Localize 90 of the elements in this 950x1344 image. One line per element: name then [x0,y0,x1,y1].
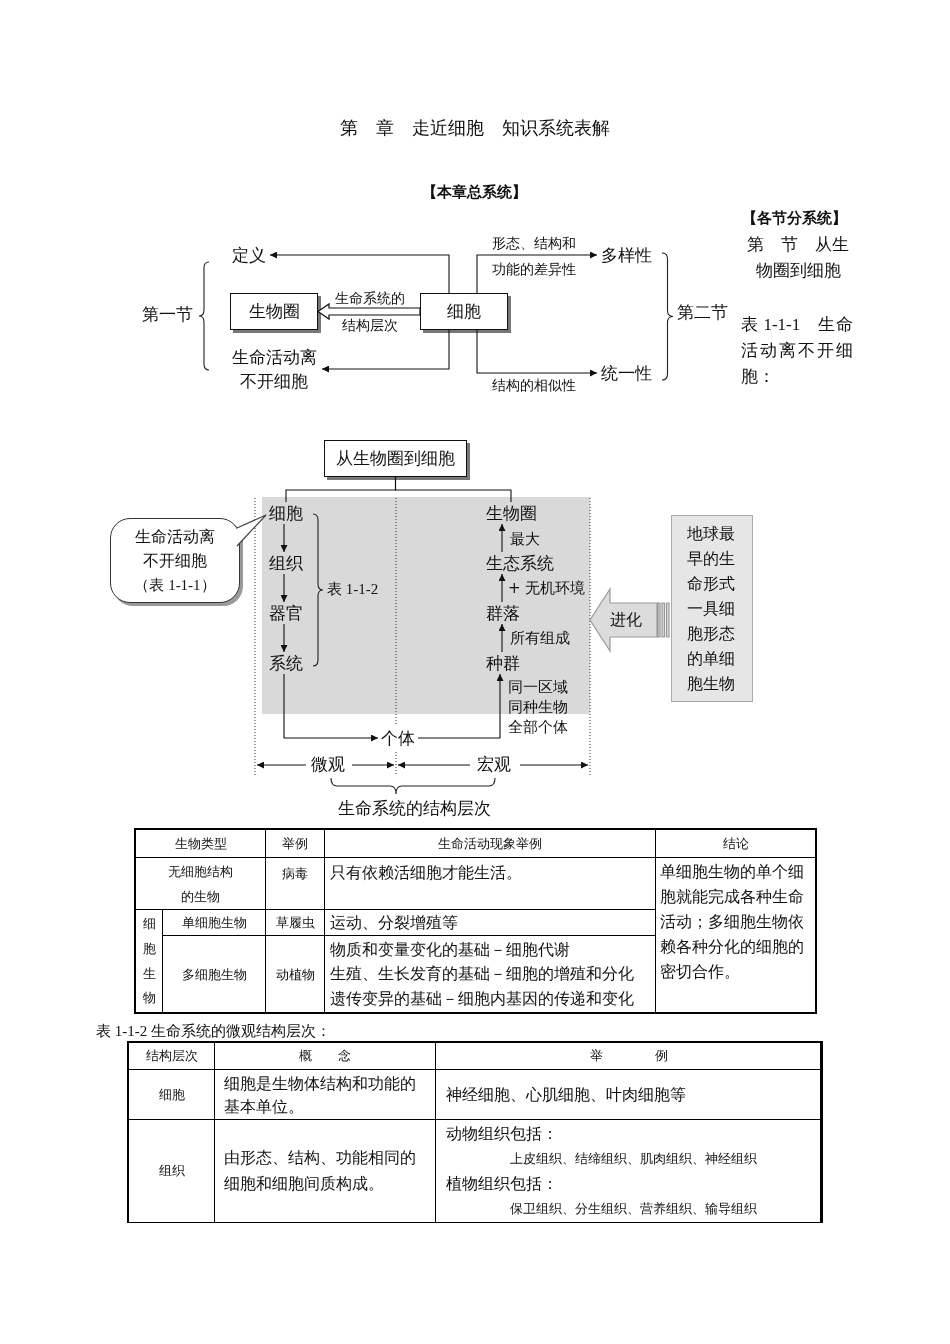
edge-label: 结构的相似性 [491,376,577,394]
arrow [280,523,288,553]
arrow [417,673,504,739]
concept-text: 细胞 [446,300,482,323]
concept-label: 生物圈 [484,502,538,524]
concept-label: 器官 [267,602,305,624]
column-header: 举例 [282,834,308,853]
table-text: 运动、分裂增殖等 [330,912,458,933]
callout-tail [236,514,267,547]
callout-text: （表 1-1-1） [134,575,216,595]
page-title: 第 章 走近细胞 知识系统表解 [340,117,610,139]
concept-label: 组织 [267,552,305,574]
concept-label: 生态系统 [484,552,556,574]
concept-label: 多样性 [597,244,655,266]
note-text: 表 1-1-1 生命活动离不开细胞： [741,314,853,388]
table-text: 上皮组织、结缔组织、肌肉组织、神经组织 [510,1150,757,1168]
concept-label: 细胞 [267,502,305,524]
concept-text: 生物圈 [247,300,301,323]
edge-label: + 无机环境 [508,578,587,598]
concept-label: 定义 [228,244,270,266]
table-text: 单细胞生物 [181,913,247,932]
section-heading: 【本章总系统】 [421,182,527,202]
table-text: 动物组织包括： [446,1124,558,1144]
concept-text: 从生物圈到细胞 [335,447,456,470]
info-box [671,515,753,702]
brace-label: 生命系统的结构层次 [337,798,491,818]
section-label: 第二节 [677,302,728,322]
arrow [280,623,288,653]
edge-label: 最大 [510,529,541,549]
table-text: 神经细胞、心肌细胞、叶肉细胞等 [446,1084,686,1105]
arrow [283,673,379,742]
section-label: 第一节 [142,304,193,324]
table-text: 物质和变量变化的基础－细胞代谢 [330,939,570,960]
block-arrow [589,586,670,654]
edge-label: 生命系统的结构层次 [334,289,406,335]
speech-bubble [110,518,240,603]
concept-box [420,293,508,330]
concept-label: 生命活动离不开细胞 [226,345,322,393]
table-text: 只有依赖活细胞才能生活。 [330,863,522,883]
concept-label: 统一性 [597,362,655,384]
table-text: 遗传变异的基础－细胞内基因的传递和变化 [330,988,634,1009]
arrow [280,573,288,603]
arrow [476,251,598,294]
table-text: 生殖、生长发育的基础－细胞的增殖和分化 [330,964,634,985]
concept-box [324,440,467,477]
edge-label: 所有组成 [510,628,571,648]
column-header: 举 例 [590,1047,668,1065]
concept-label: 系统 [267,652,305,674]
edge-label: 形态、结构和功能的差异性 [491,234,577,279]
scale-label: 宏观 [477,754,511,774]
table-text: 细胞生物 [142,915,156,1008]
arrow [321,329,450,373]
table-text: 多细胞生物 [181,965,247,984]
table-text: 无细胞结构的生物 [167,862,234,906]
concept-box [230,293,318,330]
table-text: 植物组织包括： [446,1174,558,1194]
edge-label: 同一区域同种生物全部个体 [508,677,569,737]
section-title: 第 节 从生物圈到细胞 [746,234,850,282]
table-reference: 表 1-1-2 [327,580,379,599]
table-text: 单细胞生物的单个细胞就能完成各种生命活动；多细胞生物依赖各种分化的细胞的密切合作。 [660,862,805,982]
arrow [269,251,450,294]
arrow [498,623,506,653]
table-text: 动植物 [275,965,315,984]
table-text: 组织 [158,1162,185,1180]
concept-label: 群落 [484,602,522,624]
column-header: 生命活动现象举例 [438,834,542,853]
arrow [498,523,506,553]
info-text: 地球最早的生命形式一具细胞形态的单细胞生物 [687,523,736,695]
column-header: 结论 [723,834,749,853]
connector-line [394,476,512,503]
table-text: 细胞是生物体结构和功能的基本单位。 [224,1073,417,1117]
level-panel [262,497,590,714]
edge-label: 进化 [609,609,643,631]
table-text: 草履虫 [275,913,315,932]
table-text: 保卫组织、分生组织、营养组织、输导组织 [510,1200,757,1218]
callout-text: 生命活动离不开细胞 [134,525,216,572]
concept-label: 种群 [484,652,522,674]
table-text: 细胞 [158,1085,185,1104]
arrow [476,329,598,377]
table-text: 病毒 [282,865,308,883]
section-heading: 【各节分系统】 [742,208,847,228]
arrow [498,573,506,603]
table-text: 由形态、结构、功能相同的细胞和细胞间质构成。 [224,1148,417,1194]
column-header: 概 念 [299,1047,351,1065]
table-caption: 表 1-1-2 生命系统的微观结构层次： [96,1022,331,1041]
concept-label: 个体 [378,727,418,749]
scale-label: 微观 [311,754,345,774]
column-header: 生物类型 [174,834,227,853]
hollow-arrow [316,302,421,321]
column-header: 结构层次 [145,1047,198,1065]
